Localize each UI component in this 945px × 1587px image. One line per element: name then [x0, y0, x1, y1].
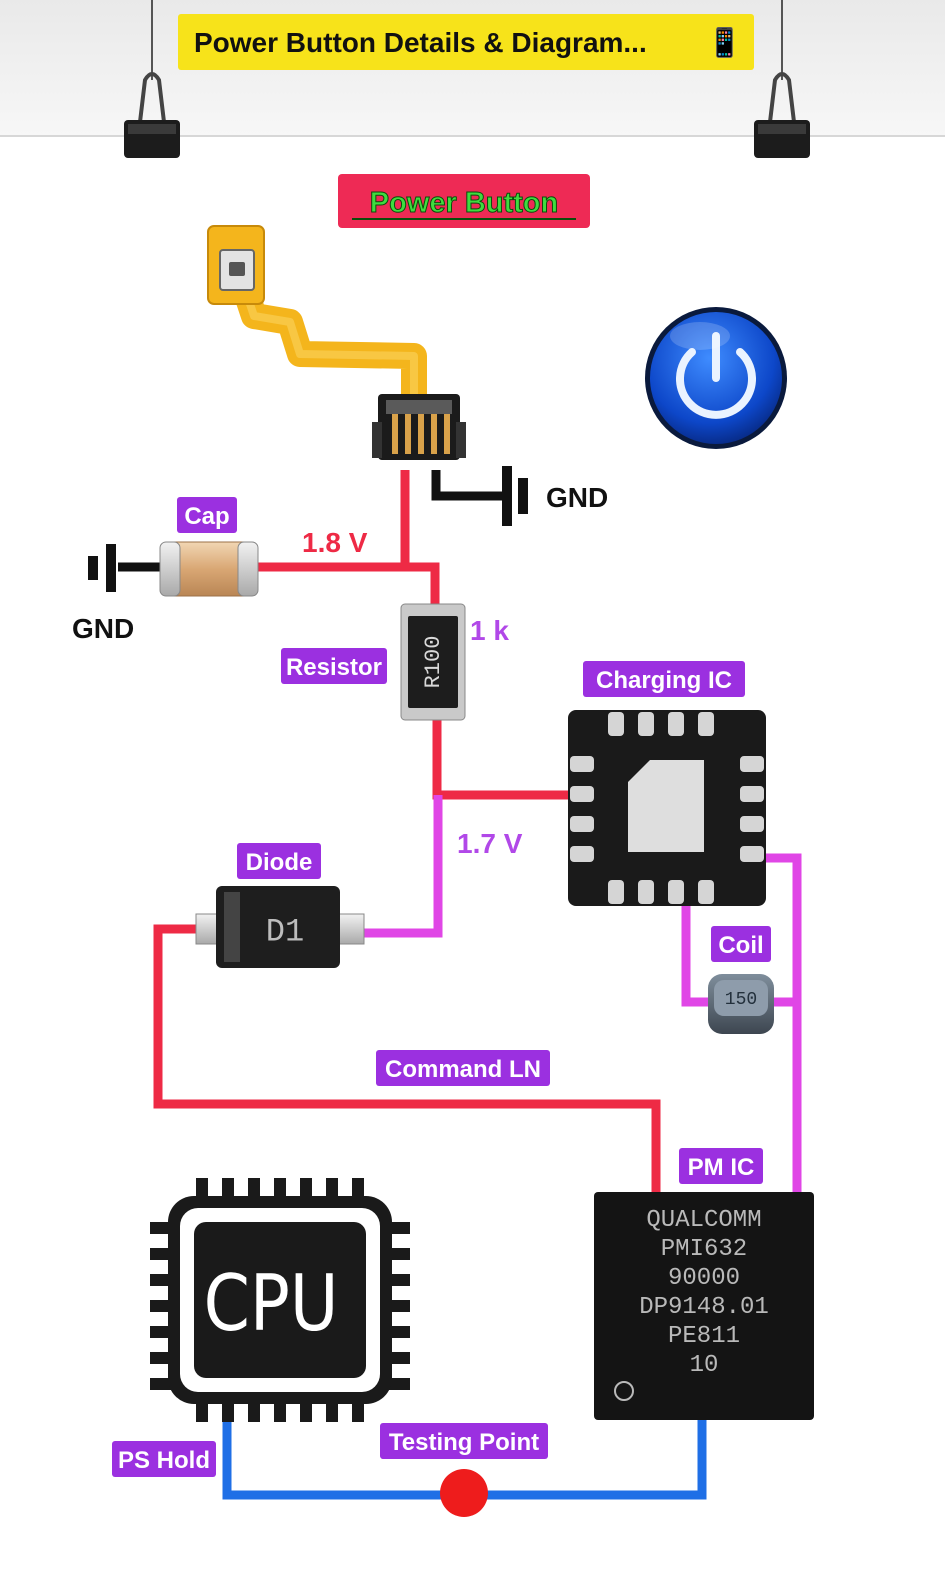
coil-tag: Coil — [711, 926, 771, 962]
binder-clip-left-icon — [124, 0, 180, 158]
wire-gnd-right — [431, 470, 504, 501]
cpu-text: CPU — [204, 1259, 339, 1350]
diode-label: Diode — [246, 849, 313, 876]
testing-point-dot[interactable] — [440, 1469, 488, 1517]
pm-ic-marking-line: 90000 — [668, 1265, 740, 1292]
cpu-chip-icon: CPU — [150, 1178, 410, 1422]
ground-symbol-right-icon — [502, 466, 528, 526]
power-button-heading: Power Button — [338, 174, 590, 228]
pm-ic-marking-line: QUALCOMM — [646, 1207, 761, 1234]
pm-ic: QUALCOMM PMI632 90000 DP9148.01 PE811 10 — [594, 1192, 814, 1420]
binder-clip-right-icon — [754, 0, 810, 158]
ps-hold-tag: PS Hold — [112, 1441, 216, 1477]
resistor: R100 — [400, 603, 466, 721]
pm-ic-marking-line: PMI632 — [661, 1236, 747, 1263]
power-icon — [645, 307, 787, 449]
diode: D1 — [195, 886, 365, 968]
pm-ic-label: PM IC — [688, 1154, 755, 1181]
coil-marking: 150 — [725, 990, 757, 1010]
pm-ic-tag: PM IC — [679, 1148, 763, 1184]
testing-point-label: Testing Point — [389, 1429, 539, 1456]
ps-hold-label: PS Hold — [118, 1447, 210, 1474]
power-flex-cable — [207, 225, 427, 398]
charging-ic-label: Charging IC — [596, 667, 732, 694]
power-button-label: Power Button — [370, 187, 559, 219]
charging-ic-tag: Charging IC — [583, 661, 745, 697]
gnd-left-label: GND — [72, 613, 134, 644]
diode-marking: D1 — [266, 913, 304, 950]
wire-command-line — [153, 924, 661, 1196]
resistor-label: Resistor — [286, 654, 382, 681]
testing-point-tag: Testing Point — [380, 1423, 548, 1459]
charging-ic — [568, 710, 766, 906]
gnd-right-label: GND — [546, 482, 608, 513]
flex-connector — [372, 394, 466, 460]
resistance-value-label: 1 k — [470, 615, 509, 646]
command-line-tag: Command LN — [376, 1050, 550, 1086]
cap-label: Cap — [184, 503, 229, 530]
ground-symbol-left-icon — [88, 544, 116, 592]
coil-inductor: 150 — [708, 974, 774, 1034]
wire-1v8 — [256, 470, 440, 612]
wire-1v7 — [360, 795, 443, 938]
cap-tag: Cap — [177, 497, 237, 533]
capacitor — [159, 541, 259, 597]
coil-label: Coil — [718, 932, 763, 959]
diode-tag: Diode — [237, 843, 321, 879]
header-title: Power Button Details & Diagram... — [194, 27, 647, 58]
pm-ic-marking-line: PE811 — [668, 1323, 740, 1350]
header-banner: Power Button Details & Diagram... 📱 — [178, 14, 754, 70]
voltage-1v7-label: 1.7 V — [457, 828, 523, 859]
pm-ic-marking-line: 10 — [690, 1352, 719, 1379]
voltage-1v8-label: 1.8 V — [302, 527, 368, 558]
resistor-marking: R100 — [421, 636, 446, 689]
pm-ic-marking-line: DP9148.01 — [639, 1294, 769, 1321]
resistor-tag: Resistor — [281, 648, 387, 684]
phone-emoji-icon: 📱 — [707, 26, 742, 59]
command-line-label: Command LN — [385, 1056, 541, 1083]
